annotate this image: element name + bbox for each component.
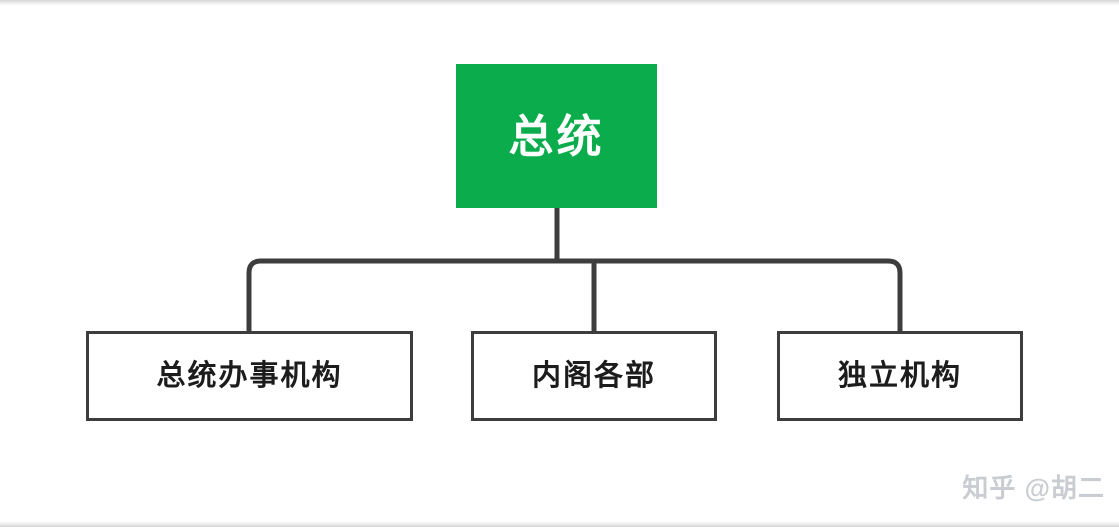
node-president[interactable]: 总统 (456, 64, 657, 208)
node-executive-office[interactable]: 总统办事机构 (86, 331, 413, 421)
node-executive-office-label: 总统办事机构 (156, 359, 343, 392)
node-independent-agencies[interactable]: 独立机构 (777, 331, 1023, 421)
node-cabinet-departments[interactable]: 内阁各部 (471, 331, 717, 421)
node-independent-agencies-label: 独立机构 (837, 359, 962, 392)
node-cabinet-departments-label: 内阁各部 (531, 359, 656, 392)
node-president-label: 总统 (508, 110, 605, 162)
watermark: 知乎 @胡二 (962, 473, 1105, 503)
connector-bus (246, 258, 903, 331)
